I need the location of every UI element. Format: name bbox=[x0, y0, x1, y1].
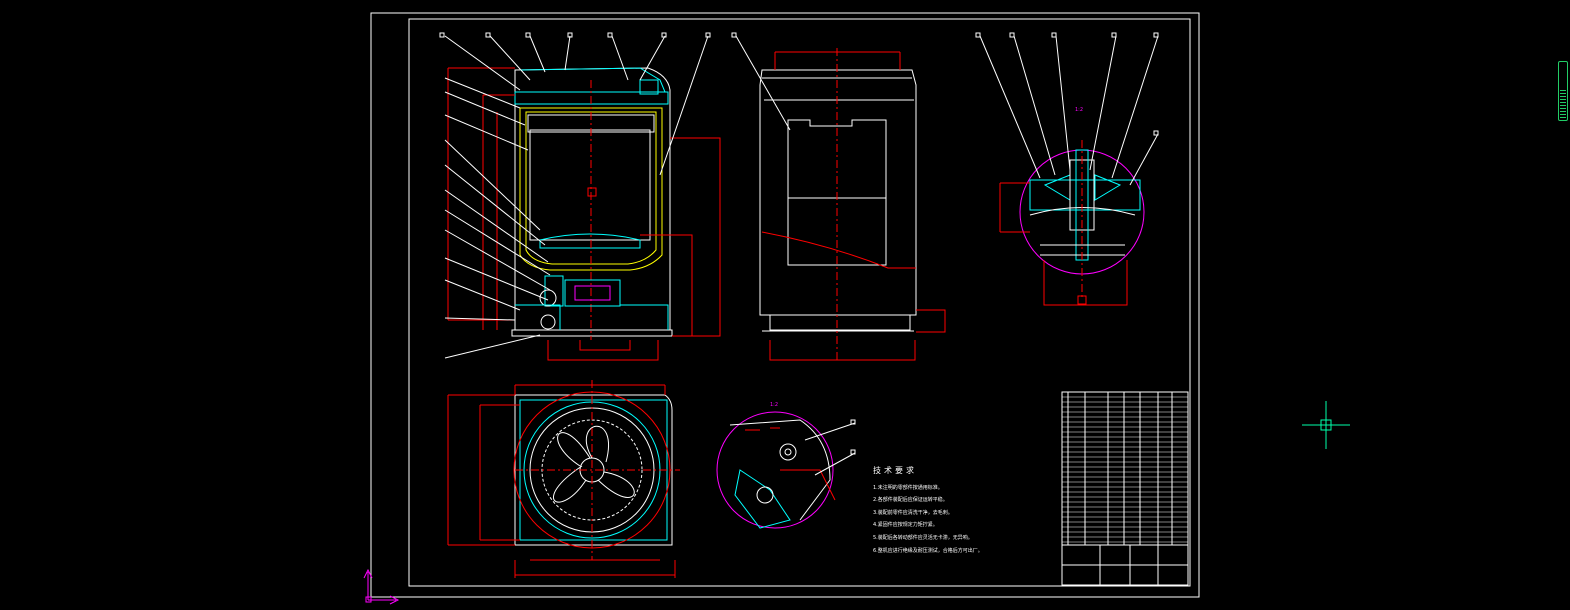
detail-view-top bbox=[975, 32, 1159, 306]
tech-note: 5.装配后各转动部件应灵活无卡滞，无异响。 bbox=[873, 534, 973, 541]
detail-bottom-scale-label: 1:2 bbox=[770, 402, 779, 408]
tech-note: 3.装配前零件应清洗干净，去毛刺。 bbox=[873, 509, 953, 516]
title-block bbox=[1061, 391, 1189, 586]
outer-frame bbox=[370, 12, 1200, 598]
inner-frame bbox=[408, 18, 1191, 587]
tech-note: 4.紧固件应按规定力矩拧紧。 bbox=[873, 522, 938, 529]
detail-top-scale-label: 1:2 bbox=[1075, 107, 1084, 113]
tech-note: 6.整机应进行绝缘及耐压测试，合格后方可出厂。 bbox=[873, 547, 983, 554]
technical-requirements: 技术要求 1.未注明的零部件按通用标准。 2.各部件装配后应保证运转平稳。 3.… bbox=[873, 465, 983, 557]
plan-view bbox=[447, 380, 680, 578]
crosshair-cursor-icon[interactable] bbox=[1302, 401, 1350, 449]
detail-view-bottom bbox=[716, 411, 856, 529]
side-view bbox=[731, 32, 946, 361]
front-section-view bbox=[439, 32, 721, 361]
tech-note: 2.各部件装配后应保证运转平稳。 bbox=[873, 497, 948, 504]
tech-note: 1.未注明的零部件按通用标准。 bbox=[873, 484, 943, 491]
scrollbar-thumb[interactable] bbox=[1560, 90, 1566, 118]
technical-requirements-title: 技术要求 bbox=[873, 466, 917, 475]
ucs-icon bbox=[363, 568, 400, 605]
vertical-scrollbar[interactable] bbox=[1558, 61, 1568, 121]
